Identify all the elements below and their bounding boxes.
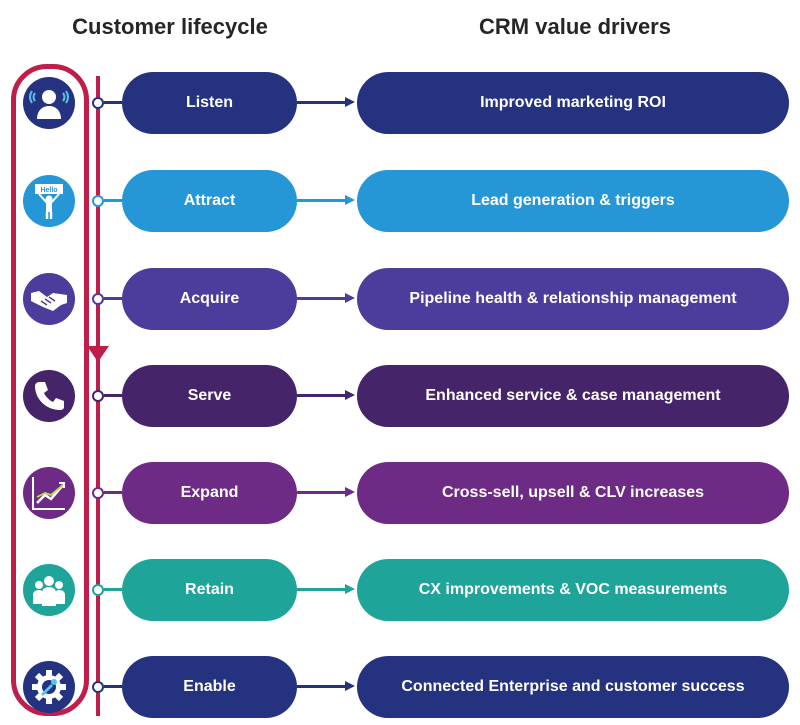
arrow-connector xyxy=(297,394,347,397)
handshake-icon xyxy=(23,273,75,325)
value-driver-pill: Enhanced service & case management xyxy=(357,365,789,427)
arrowhead-icon xyxy=(345,487,355,497)
value-driver-pill: Pipeline health & relationship managemen… xyxy=(357,268,789,330)
timeline-node xyxy=(92,293,104,305)
phone-icon xyxy=(23,370,75,422)
arrow-connector xyxy=(297,685,347,688)
listening-person-icon xyxy=(23,77,75,129)
node-stub xyxy=(104,588,122,591)
timeline-node xyxy=(92,195,104,207)
node-stub xyxy=(104,297,122,300)
arrow-connector xyxy=(297,491,347,494)
node-stub xyxy=(104,685,122,688)
timeline-node xyxy=(92,390,104,402)
arrowhead-icon xyxy=(345,584,355,594)
value-drivers-heading: CRM value drivers xyxy=(479,14,671,39)
timeline-node xyxy=(92,681,104,693)
node-stub xyxy=(104,394,122,397)
gear-wrench-icon xyxy=(23,661,75,713)
value-driver-pill: Connected Enterprise and customer succes… xyxy=(357,656,789,718)
arrowhead-icon xyxy=(345,293,355,303)
lifecycle-flow-arrow xyxy=(87,346,109,362)
arrowhead-icon xyxy=(345,681,355,691)
lifecycle-row-retain: Retain CX improvements & VOC measurements xyxy=(0,557,800,621)
arrowhead-icon xyxy=(345,195,355,205)
stage-pill-listen: Listen xyxy=(122,72,297,134)
node-stub xyxy=(104,491,122,494)
arrow-connector xyxy=(297,297,347,300)
value-driver-pill: Improved marketing ROI xyxy=(357,72,789,134)
arrowhead-icon xyxy=(345,390,355,400)
stage-pill-enable: Enable xyxy=(122,656,297,718)
lifecycle-row-listen: Listen Improved marketing ROI xyxy=(0,70,800,134)
stage-pill-serve: Serve xyxy=(122,365,297,427)
stage-pill-expand: Expand xyxy=(122,462,297,524)
arrowhead-icon xyxy=(345,97,355,107)
value-driver-pill: CX improvements & VOC measurements xyxy=(357,559,789,621)
node-stub xyxy=(104,101,122,104)
timeline-node xyxy=(92,97,104,109)
lifecycle-row-acquire: Acquire Pipeline health & relationship ma… xyxy=(0,266,800,330)
timeline-node xyxy=(92,487,104,499)
value-driver-pill: Cross-sell, upsell & CLV increases xyxy=(357,462,789,524)
value-driver-pill: Lead generation & triggers xyxy=(357,170,789,232)
group-people-icon xyxy=(23,564,75,616)
arrow-connector xyxy=(297,199,347,202)
node-stub xyxy=(104,199,122,202)
lifecycle-row-enable: Enable Connected Enterprise and customer … xyxy=(0,654,800,718)
timeline-node xyxy=(92,584,104,596)
hello-sign-text: Hello xyxy=(40,187,57,194)
lifecycle-heading: Customer lifecycle xyxy=(72,14,268,39)
arrow-connector xyxy=(297,588,347,591)
lifecycle-row-serve: Serve Enhanced service & case management xyxy=(0,363,800,427)
lifecycle-frame xyxy=(11,64,89,716)
stage-pill-attract: Attract xyxy=(122,170,297,232)
hello-sign-person-icon: Hello xyxy=(23,175,75,227)
stage-pill-retain: Retain xyxy=(122,559,297,621)
arrow-connector xyxy=(297,101,347,104)
lifecycle-row-expand: Expand Cross-sell, upsell & CLV increases xyxy=(0,460,800,524)
lifecycle-row-attract: Hello Attract Lead generation & triggers xyxy=(0,168,800,232)
stage-pill-acquire: Acquire xyxy=(122,268,297,330)
growth-chart-icon xyxy=(23,467,75,519)
